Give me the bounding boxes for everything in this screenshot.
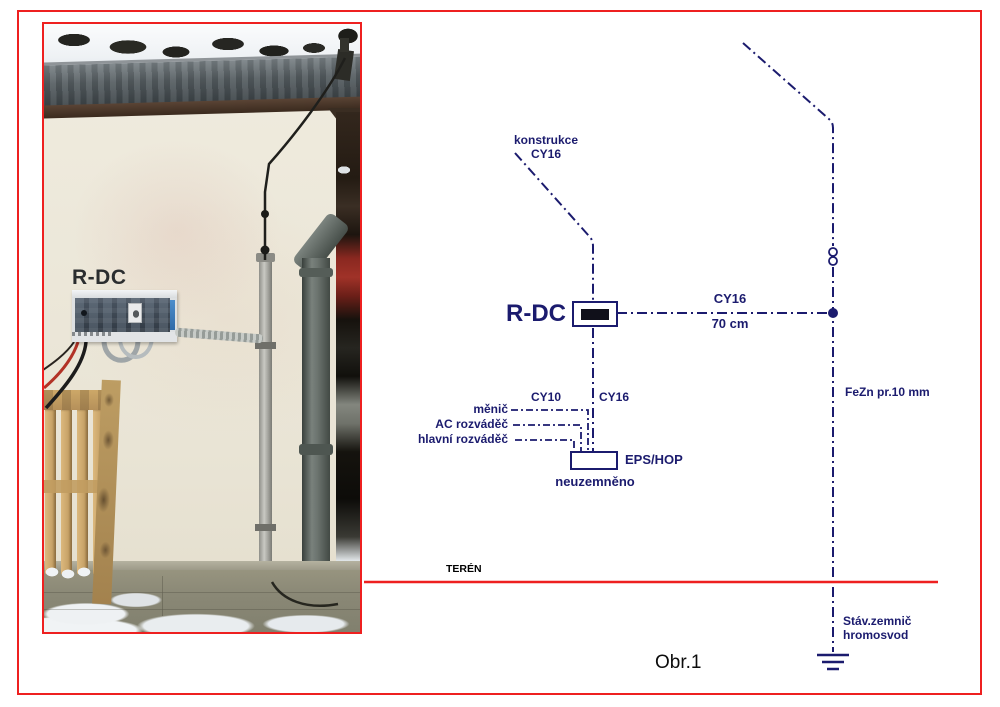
conduit-clamp <box>255 524 276 531</box>
enclosure-sticker <box>128 303 142 323</box>
konstrukce-label-line2: CY16 <box>530 146 562 161</box>
ground-cable <box>270 581 339 607</box>
menic-branch-line <box>511 409 589 452</box>
teren-label: TERÉN <box>446 563 482 575</box>
wall-plinth <box>44 561 360 571</box>
lightning-cable <box>263 57 347 260</box>
rdc-enclosure <box>72 290 177 342</box>
hlavni-rozvadec-label: hlavní rozváděč <box>417 432 508 446</box>
pallet-mid-rail <box>44 480 102 493</box>
enclosure-top-strip <box>72 290 177 298</box>
cy10-label: CY10 <box>530 390 562 404</box>
cable-joint <box>261 210 269 218</box>
site-photo: R-DC <box>42 22 362 634</box>
cy16-vertical-label: CY16 <box>599 390 630 404</box>
enclosure-blue-strip <box>170 300 175 330</box>
rdc-node <box>572 301 618 327</box>
photo-rdc-label: R-DC <box>72 266 127 289</box>
eps-hop-label: EPS/HOP <box>625 452 683 467</box>
enclosure-screw <box>81 310 87 316</box>
gray-conduit-loop <box>101 339 141 363</box>
enclosure-print <box>72 332 114 336</box>
fezn-label: FeZn pr.10 mm <box>845 385 930 399</box>
junction-dot <box>828 308 838 318</box>
rdc-label: R-DC <box>506 300 566 327</box>
gray-conduit-loop <box>118 337 154 359</box>
neuzemneno-label: neuzemněno <box>555 474 635 489</box>
bond-cable-label: CY16 <box>713 291 747 306</box>
menic-label: měnič <box>473 402 508 416</box>
cable-joint <box>260 245 270 255</box>
bond-length-label: 70 cm <box>711 316 749 331</box>
zemnic-label: Stáv.zemnič hromosvod <box>843 614 912 643</box>
eps-hop-box <box>570 451 618 470</box>
downpipe-collar <box>299 268 333 277</box>
earth-ground-symbol <box>817 653 849 671</box>
konstrukce-cy16-line <box>514 152 594 302</box>
red-dc-wire <box>44 341 80 390</box>
zemnic-label-line2: hromosvod <box>843 627 909 642</box>
ac-rozvadec-label: AC rozváděč <box>435 417 508 431</box>
rain-downpipe <box>302 258 330 572</box>
gutter-bracket-top <box>340 38 349 52</box>
enclosure-bottom-strip <box>72 332 177 342</box>
coupling-symbol <box>828 247 838 266</box>
thin-dc-wire <box>44 341 75 371</box>
gutter-bracket <box>333 49 355 81</box>
zemnic-label-line1: Stáv.zemnič <box>843 614 912 628</box>
figure-caption: Obr.1 <box>655 652 702 673</box>
outer-red-frame <box>17 10 982 695</box>
down-conductor-upper <box>742 42 834 246</box>
downpipe-collar <box>299 444 333 455</box>
background-right-strip <box>336 112 360 584</box>
hlavni-branch-line <box>515 439 575 452</box>
rdc-symbol-bar <box>581 309 609 320</box>
enclosure-window <box>75 298 170 332</box>
konstrukce-label: konstrukce CY16 <box>505 133 587 162</box>
snow-on-pallet <box>44 564 106 580</box>
wooden-pallet <box>44 379 126 605</box>
photo-cables-overlay <box>44 38 355 607</box>
ac-branch-line <box>513 424 582 452</box>
black-dc-wire <box>44 341 88 410</box>
konstrukce-label-line1: konstrukce <box>513 133 579 147</box>
conduit-clamp <box>255 342 276 349</box>
